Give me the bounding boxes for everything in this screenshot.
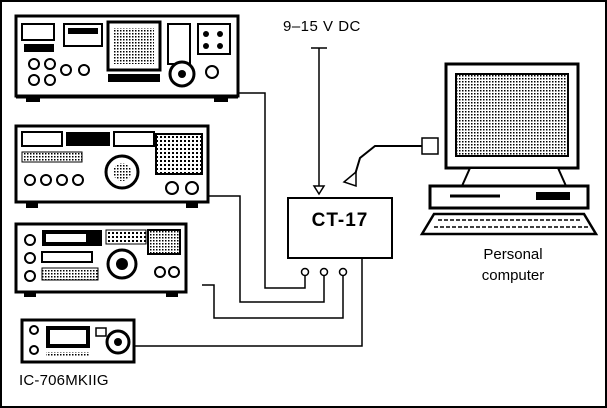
cable-transceiver-3 (202, 276, 343, 318)
transceiver-1 (16, 16, 238, 102)
personal-computer-label: Personal computer (458, 244, 568, 286)
serial-cable (344, 138, 438, 186)
monitor-screen (456, 74, 568, 156)
monitor-stand (462, 168, 566, 186)
power-supply-label: 9–15 V DC (283, 18, 361, 35)
dc-power-cable (311, 48, 327, 194)
personal-computer (422, 64, 596, 234)
transceiver-3 (16, 224, 186, 297)
ic-706mkiig-transceiver (22, 320, 134, 362)
ic-706mkiig-label: IC-706MKIIG (19, 372, 109, 389)
keyboard (422, 214, 596, 234)
transceiver-2 (16, 126, 208, 208)
personal-computer-label-line2: computer (458, 265, 568, 286)
personal-computer-label-line1: Personal (458, 244, 568, 265)
ct17-jack (321, 269, 328, 276)
ct17-jack (302, 269, 309, 276)
ct17-label: CT-17 (290, 210, 390, 232)
ct17-jack (340, 269, 347, 276)
